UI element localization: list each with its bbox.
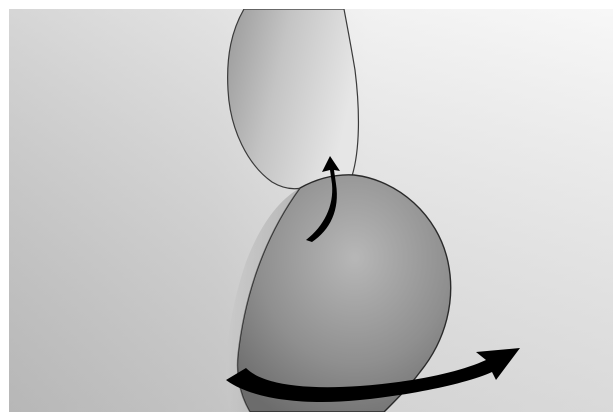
folded-paper-illustration [0, 0, 613, 412]
illustration-frame [0, 0, 613, 412]
